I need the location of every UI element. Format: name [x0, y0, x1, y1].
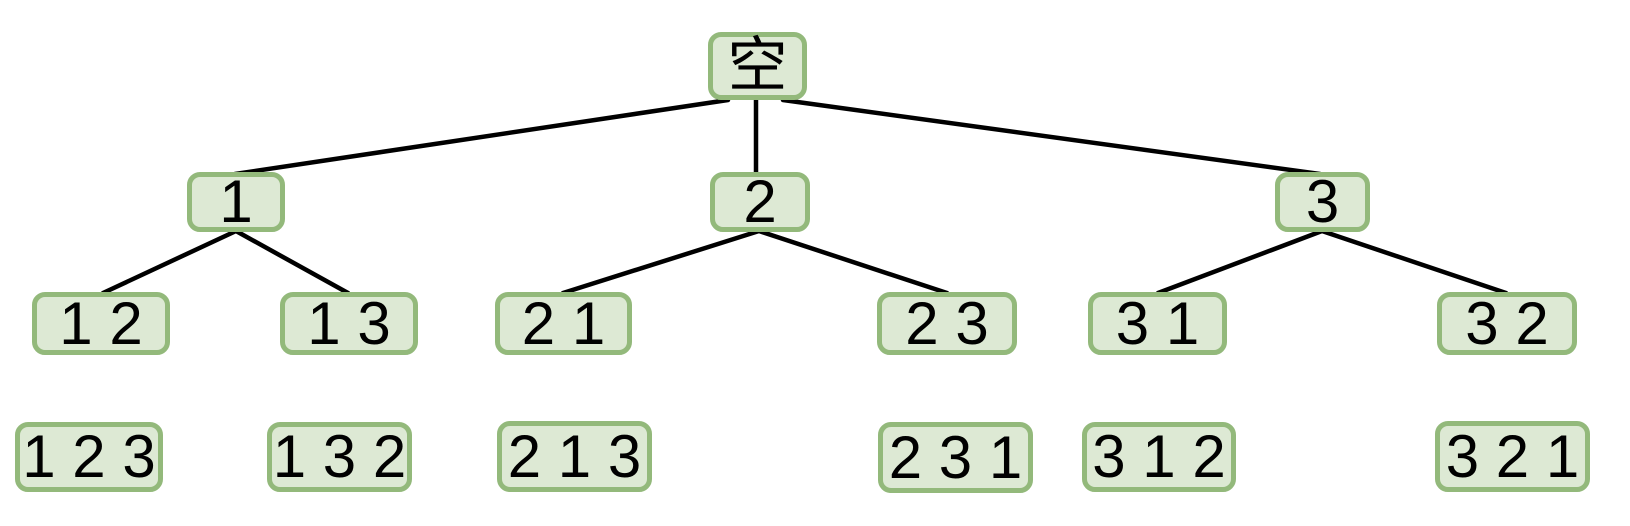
tree-node-2-3-1: 2 3 1	[878, 422, 1033, 493]
tree-node-1-3: 1 3	[280, 292, 418, 355]
tree-node-2-3: 2 3	[877, 292, 1017, 355]
tree-node-1-2-3: 1 2 3	[15, 422, 163, 492]
tree-node-3-2: 3 2	[1437, 292, 1577, 355]
edge-root-1	[232, 97, 731, 177]
tree-node-3-2-1: 3 2 1	[1435, 421, 1590, 492]
tree-node-2-1: 2 1	[495, 292, 632, 355]
edge-1-13	[233, 228, 351, 296]
edge-root-3	[780, 97, 1323, 177]
tree-node-3-1-2: 3 1 2	[1082, 422, 1236, 492]
tree-node-2: 2	[710, 172, 810, 232]
tree-node-1-3-2: 1 3 2	[267, 422, 412, 492]
tree-node-1: 1	[187, 172, 285, 232]
tree-node-3-1: 3 1	[1088, 292, 1227, 355]
edge-1-12	[100, 228, 239, 296]
tree-node-root: 空	[708, 32, 807, 100]
tree-node-2-1-3: 2 1 3	[497, 421, 652, 492]
tree-node-1-2: 1 2	[32, 292, 170, 355]
edge-3-31	[1155, 228, 1325, 296]
tree-node-3: 3	[1275, 172, 1370, 232]
edge-2-23	[756, 228, 950, 296]
edge-2-21	[560, 228, 762, 296]
edge-3-32	[1319, 228, 1509, 296]
